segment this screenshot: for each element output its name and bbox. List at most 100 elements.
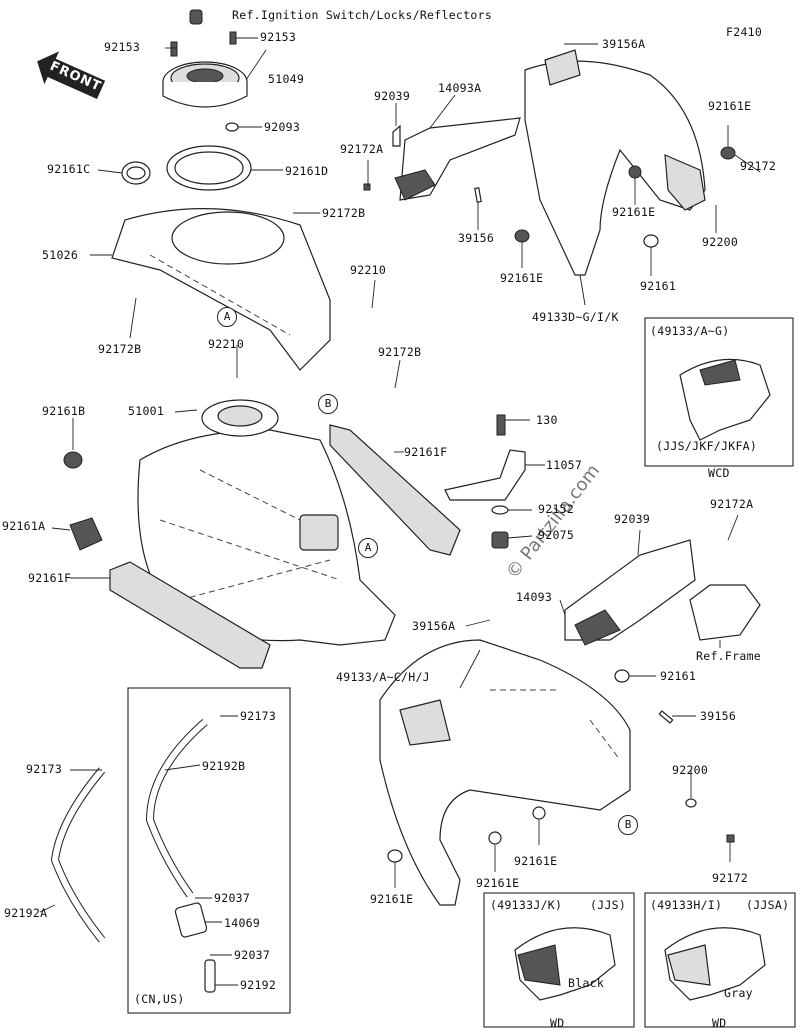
label-92152[interactable]: 92152 [538,502,575,516]
damper-92075[interactable] [491,531,509,549]
bracket-14093[interactable] [564,539,696,646]
washer-92200-lower[interactable] [685,798,697,808]
label-92173-inset[interactable]: 92173 [240,709,277,723]
hose-92192b[interactable] [145,718,208,898]
label-92161a[interactable]: 92161A [2,519,46,533]
label-92192a[interactable]: 92192A [4,906,48,920]
tank-cover-51026[interactable] [111,208,331,371]
label-92192b[interactable]: 92192B [202,759,246,773]
gasket-92161d[interactable] [166,145,252,191]
filter-14069[interactable] [174,902,208,938]
label-130[interactable]: 130 [536,413,558,427]
pad-92161f-left[interactable] [109,561,271,669]
label-92172b-top[interactable]: 92172B [322,206,366,220]
label-49133d[interactable]: 49133D~G/I/K [532,310,619,324]
label-92161e-mid[interactable]: 92161E [612,205,656,219]
bracket-14093a[interactable] [394,117,521,201]
label-14093a[interactable]: 14093A [438,81,482,95]
label-92172a-lower[interactable]: 92172A [710,497,754,511]
bolt-130[interactable] [496,414,506,436]
label-14069[interactable]: 14069 [224,916,261,930]
inset-wd-black [483,892,635,1028]
grommet-92161e-2[interactable] [628,165,642,179]
label-11057[interactable]: 11057 [546,458,583,472]
gasket-92093[interactable] [225,122,239,132]
label-51026[interactable]: 51026 [42,248,79,262]
label-92172b-right[interactable]: 92172B [378,345,422,359]
cowl-49133a[interactable] [379,639,631,906]
grommet-92161e-1[interactable] [720,146,736,160]
label-92037-top[interactable]: 92037 [214,891,251,905]
fuel-cap-51049[interactable] [162,61,248,108]
cowl-49133d[interactable] [524,49,706,276]
label-39156-upper[interactable]: 39156 [458,231,495,245]
grommet-92161-lower[interactable] [614,669,630,683]
label-92161e-right[interactable]: 92161E [708,99,752,113]
label-92093[interactable]: 92093 [264,120,301,134]
grommet-92161e-6[interactable] [387,849,403,863]
label-39156a-upper[interactable]: 39156A [602,37,646,51]
ref-frame-part [689,584,761,641]
label-39156-lower[interactable]: 39156 [700,709,737,723]
label-92161e-lower-left[interactable]: 92161E [370,892,414,906]
tag-b-upper: B [318,394,338,414]
gasket-92161c[interactable] [121,161,151,185]
screw-92172-lower[interactable] [726,834,735,843]
bolt-top-cap[interactable] [189,9,203,25]
label-92200-lower[interactable]: 92200 [672,763,709,777]
spacer-92152[interactable] [491,505,509,515]
grommet-92161b[interactable] [63,451,83,469]
pad-92161a[interactable] [69,517,103,551]
label-14093[interactable]: 14093 [516,590,553,604]
label-39156a-lower[interactable]: 39156A [412,619,456,633]
label-ref-frame[interactable]: Ref.Frame [696,649,762,663]
label-92161e-left[interactable]: 92161E [500,271,544,285]
label-51001[interactable]: 51001 [128,404,165,418]
hose-92192[interactable] [204,959,216,993]
screw-92172a-upper[interactable] [363,183,371,191]
pad-92161f-right[interactable] [329,424,461,556]
grommet-92161e-3[interactable] [514,229,530,243]
label-92210-mid[interactable]: 92210 [208,337,245,351]
grommet-92161e-4[interactable] [532,806,546,820]
label-92172-lower[interactable]: 92172 [712,871,749,885]
pin-39156-upper[interactable] [474,187,482,203]
label-51049[interactable]: 51049 [268,72,305,86]
label-92153-right[interactable]: 92153 [260,30,297,44]
label-49133a[interactable]: 49133/A~C/H/J [336,670,430,684]
label-cn-us: (CN,US) [134,992,185,1006]
label-92173-left[interactable]: 92173 [26,762,63,776]
label-92172b-left[interactable]: 92172B [98,342,142,356]
bolt-92153-right[interactable] [229,31,237,45]
grommet-92161[interactable] [643,234,659,248]
label-92039-upper[interactable]: 92039 [374,89,411,103]
label-ref-ignition[interactable]: Ref.Ignition Switch/Locks/Reflectors [232,8,493,22]
label-92153-left[interactable]: 92153 [104,40,141,54]
label-92075[interactable]: 92075 [538,528,575,542]
pin-39156-lower[interactable] [658,710,674,724]
label-92161c[interactable]: 92161C [47,162,91,176]
label-92161d[interactable]: 92161D [285,164,329,178]
label-92161-lower[interactable]: 92161 [660,669,697,683]
label-92161f-left[interactable]: 92161F [28,571,72,585]
label-92161e-lower-right[interactable]: 92161E [476,876,520,890]
label-92161-upper[interactable]: 92161 [640,279,677,293]
label-92161e-lower-mid[interactable]: 92161E [514,854,558,868]
fuel-tank-51001[interactable] [137,399,396,646]
label-92210-right[interactable]: 92210 [350,263,387,277]
label-92200-upper[interactable]: 92200 [702,235,739,249]
bracket-11057[interactable] [444,449,526,501]
label-92161f-right[interactable]: 92161F [404,445,448,459]
grommet-92161e-5[interactable] [488,831,502,845]
tag-a-lower: A [358,538,378,558]
label-92172a-upper[interactable]: 92172A [340,142,384,156]
label-92037-bottom[interactable]: 92037 [234,948,271,962]
cn-us-box [127,687,291,1014]
label-92161b[interactable]: 92161B [42,404,86,418]
hose-92192a[interactable] [50,767,106,943]
label-92039-lower[interactable]: 92039 [614,512,651,526]
bolt-92153-left[interactable] [170,41,178,57]
label-92192[interactable]: 92192 [240,978,277,992]
fastener-92039-upper[interactable] [392,124,401,147]
label-92172-upper[interactable]: 92172 [740,159,777,173]
